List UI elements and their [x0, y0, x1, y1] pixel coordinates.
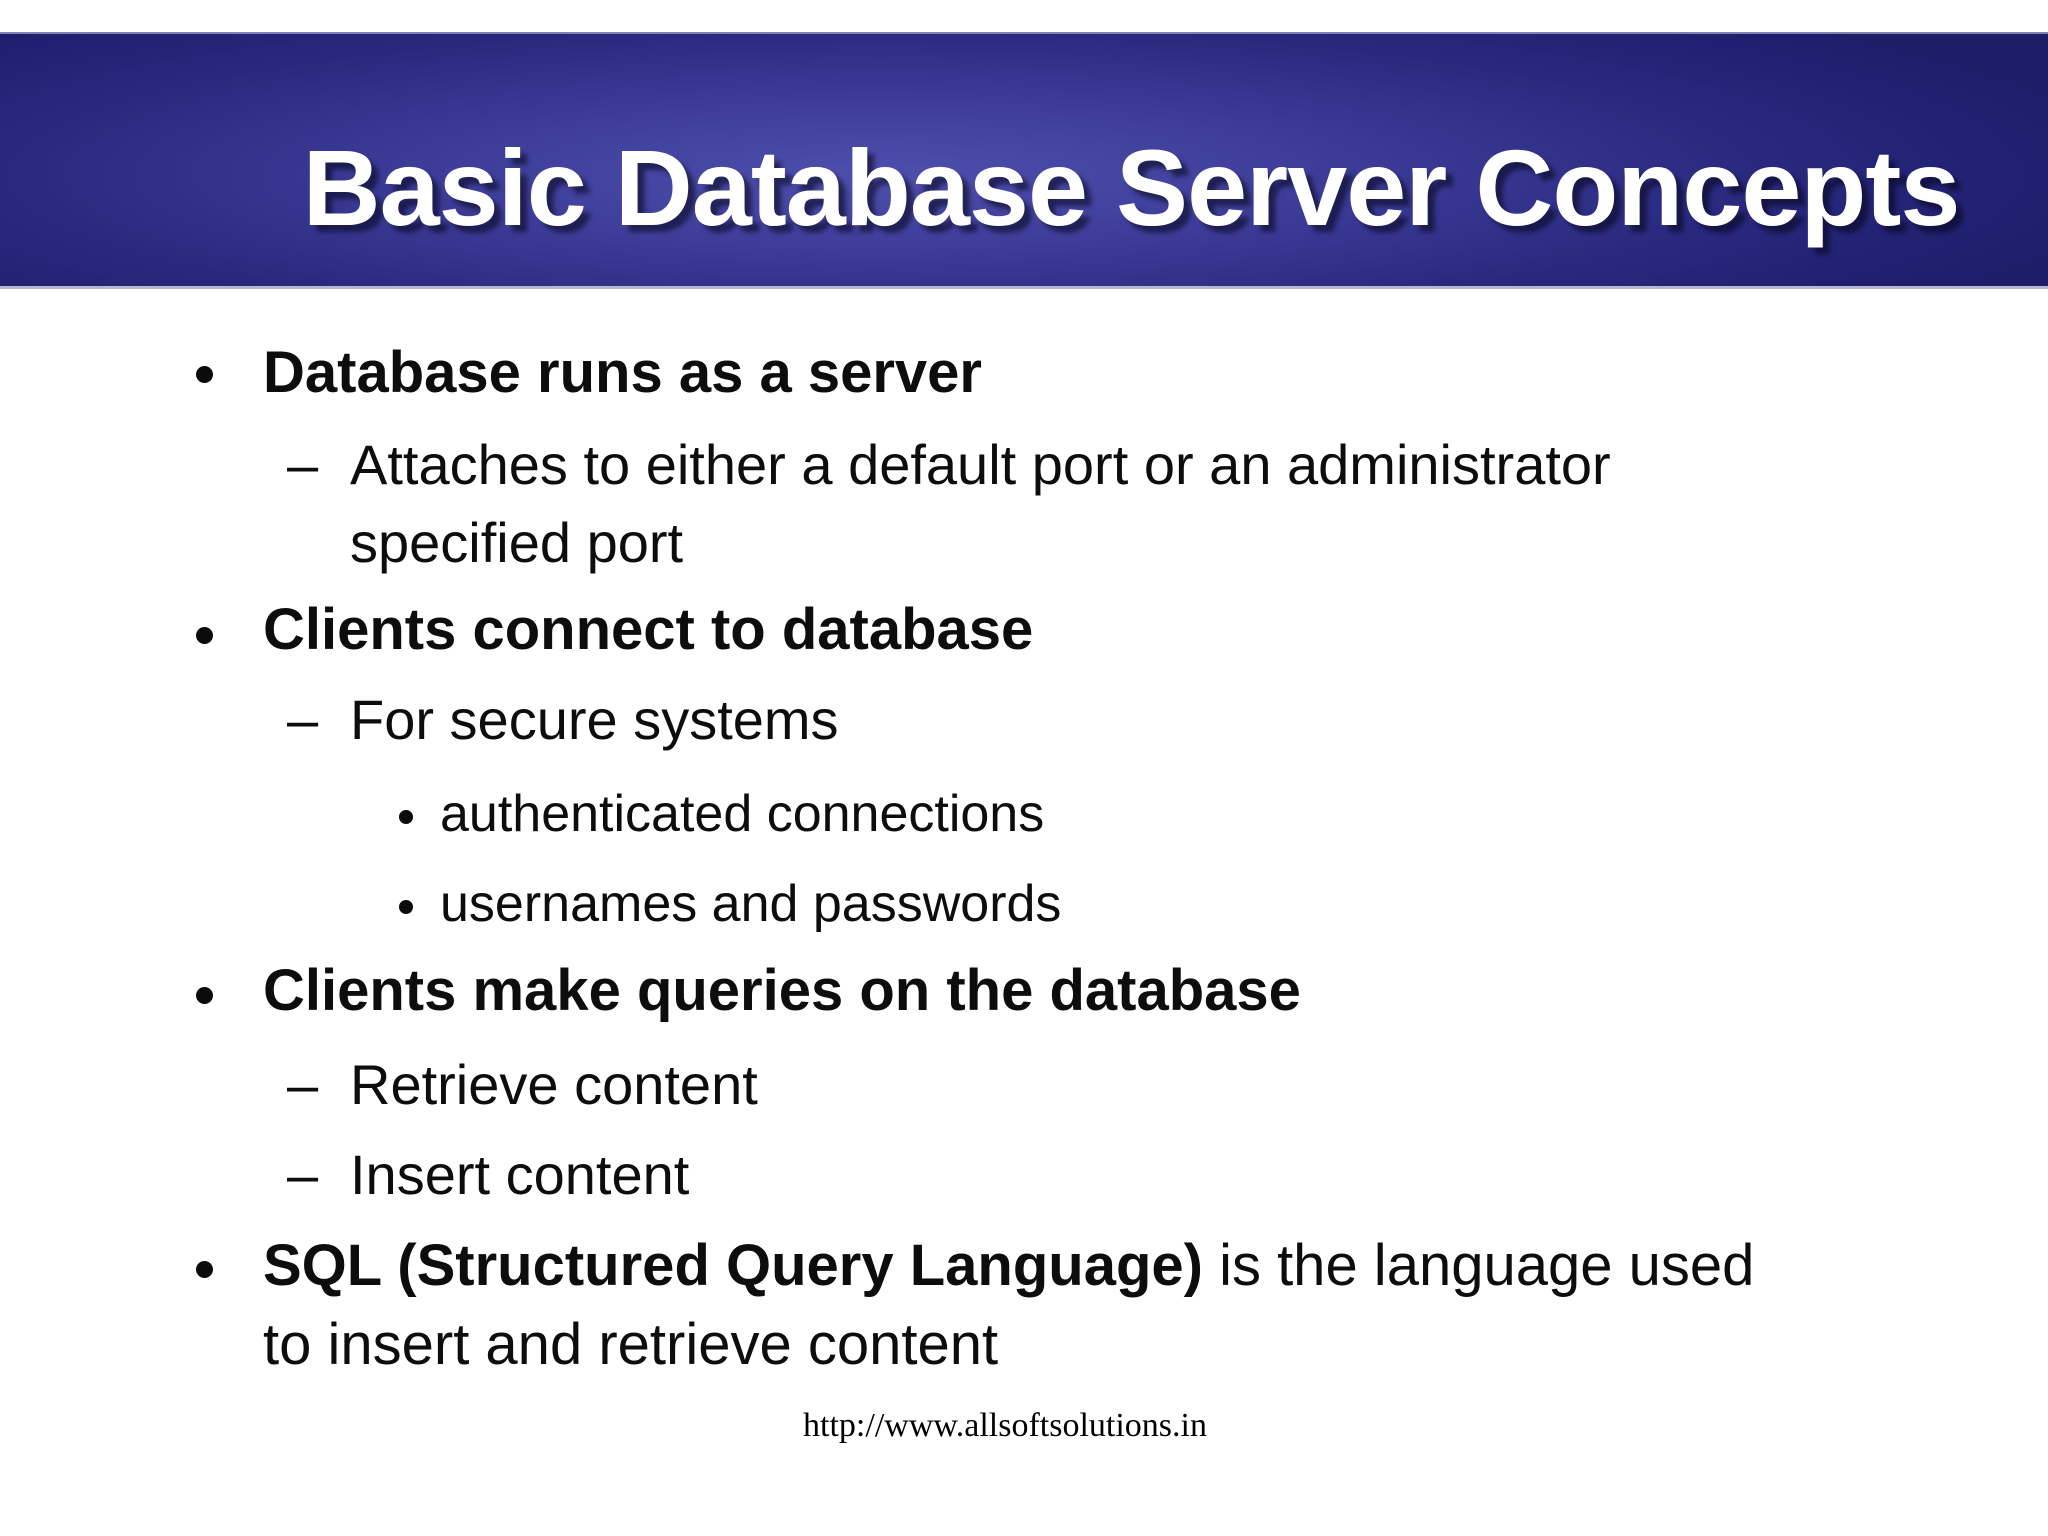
bullet-dash-icon: – — [287, 433, 319, 496]
bullet-dot-icon — [196, 627, 213, 644]
bullet-dash-icon: – — [287, 1053, 319, 1116]
bullet-item-level1: SQL (Structured Query Language) is the l… — [263, 1237, 1754, 1295]
bullet-item-level1: Clients make queries on the database — [263, 958, 1301, 1023]
bullet-text-bold: SQL (Structured Query Language) — [263, 1233, 1203, 1298]
bullet-item-level3: authenticated connections — [440, 785, 1045, 843]
bullet-dot-icon — [399, 810, 413, 824]
bullet-item-level2: Insert content — [350, 1143, 690, 1206]
bullet-dot-icon — [399, 900, 413, 914]
bullet-item-level2-continuation: specified port — [350, 511, 684, 574]
title-banner: Basic Database Server Concepts — [0, 32, 2048, 289]
bullet-item-level1: Database runs as a server — [263, 340, 982, 405]
bullet-dash-icon: – — [287, 1143, 319, 1206]
bullet-dot-icon — [196, 987, 213, 1004]
bullet-item-level1: Clients connect to database — [263, 597, 1034, 662]
bullet-item-level1-continuation: to insert and retrieve content — [263, 1312, 999, 1377]
bullet-item-level2: Attaches to either a default port or an … — [350, 433, 1611, 496]
page-title: Basic Database Server Concepts — [302, 127, 1961, 248]
bullet-text-regular: is the language used — [1202, 1233, 1755, 1298]
bullet-item-level2: For secure systems — [350, 688, 839, 751]
footer-url: http://www.allsoftsolutions.in — [803, 1407, 1207, 1444]
bullet-dash-icon: – — [287, 688, 319, 751]
bullet-item-level3: usernames and passwords — [440, 875, 1062, 933]
bullet-item-level2: Retrieve content — [350, 1053, 758, 1116]
bullet-dot-icon — [196, 1261, 213, 1278]
bullet-dot-icon — [196, 366, 213, 383]
